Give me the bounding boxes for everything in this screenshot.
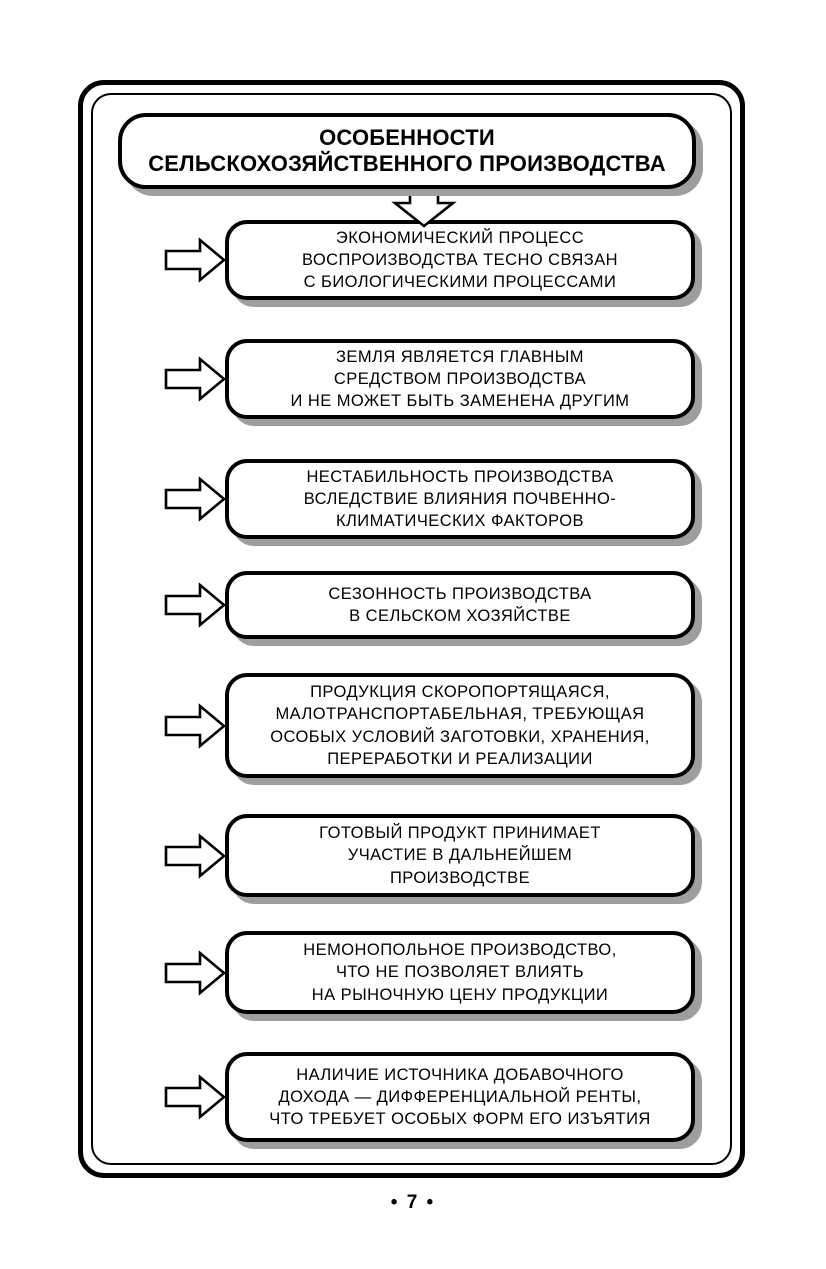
diagram-node-3: НЕСТАБИЛЬНОСТЬ ПРОИЗВОДСТВА ВСЛЕДСТВИЕ В… [225, 459, 695, 539]
diagram-node-7: НЕМОНОПОЛЬНОЕ ПРОИЗВОДСТВО, ЧТО НЕ ПОЗВО… [225, 931, 695, 1014]
diagram-node-text: ЗЕМЛЯ ЯВЛЯЕТСЯ ГЛАВНЫМ СРЕДСТВОМ ПРОИЗВО… [290, 347, 630, 411]
diagram-node-5: ПРОДУКЦИЯ СКОРОПОРТЯЩАЯСЯ, МАЛОТРАНСПОРТ… [225, 673, 695, 778]
right-arrow-icon [164, 949, 227, 996]
diagram-node-4: СЕЗОННОСТЬ ПРОИЗВОДСТВА В СЕЛЬСКОМ ХОЗЯЙ… [225, 571, 695, 639]
right-arrow-icon [164, 582, 227, 628]
diagram-node-6: ГОТОВЫЙ ПРОДУКТ ПРИНИМАЕТ УЧАСТИЕ В ДАЛЬ… [225, 814, 695, 897]
right-arrow-icon [164, 1074, 227, 1120]
diagram-node-text: ГОТОВЫЙ ПРОДУКТ ПРИНИМАЕТ УЧАСТИЕ В ДАЛЬ… [319, 824, 601, 887]
diagram-node-8: НАЛИЧИЕ ИСТОЧНИКА ДОБАВОЧНОГО ДОХОДА — Д… [225, 1052, 695, 1142]
diagram-node-text: ПРОДУКЦИЯ СКОРОПОРТЯЩАЯСЯ, МАЛОТРАНСПОРТ… [270, 682, 650, 768]
diagram-title-box: ОСОБЕННОСТИ СЕЛЬСКОХОЗЯЙСТВЕННОГО ПРОИЗВ… [118, 113, 696, 189]
page-number: • 7 • [390, 1192, 436, 1213]
diagram-node-text: НЕСТАБИЛЬНОСТЬ ПРОИЗВОДСТВА ВСЛЕДСТВИЕ В… [303, 467, 617, 531]
diagram-node-2: ЗЕМЛЯ ЯВЛЯЕТСЯ ГЛАВНЫМ СРЕДСТВОМ ПРОИЗВО… [225, 339, 695, 419]
diagram-node-text: НАЛИЧИЕ ИСТОЧНИКА ДОБАВОЧНОГО ДОХОДА — Д… [269, 1065, 651, 1129]
page-border-frame-inner [91, 93, 732, 1165]
right-arrow-icon [164, 832, 227, 879]
right-arrow-icon [164, 476, 227, 522]
diagram-node-1: ЭКОНОМИЧЕСКИЙ ПРОЦЕСС ВОСПРОИЗВОДСТВА ТЕ… [225, 220, 695, 300]
right-arrow-icon [164, 356, 227, 402]
page-border-frame [78, 80, 745, 1178]
down-arrow-icon [388, 185, 460, 228]
diagram-title-text: ОСОБЕННОСТИ СЕЛЬСКОХОЗЯЙСТВЕННОГО ПРОИЗВ… [148, 125, 666, 176]
diagram-node-text: НЕМОНОПОЛЬНОЕ ПРОИЗВОДСТВО, ЧТО НЕ ПОЗВО… [303, 941, 617, 1004]
right-arrow-icon [164, 702, 227, 749]
right-arrow-icon [164, 237, 227, 283]
diagram-node-text: ЭКОНОМИЧЕСКИЙ ПРОЦЕСС ВОСПРОИЗВОДСТВА ТЕ… [301, 228, 619, 292]
diagram-node-text: СЕЗОННОСТЬ ПРОИЗВОДСТВА В СЕЛЬСКОМ ХОЗЯЙ… [328, 584, 592, 625]
